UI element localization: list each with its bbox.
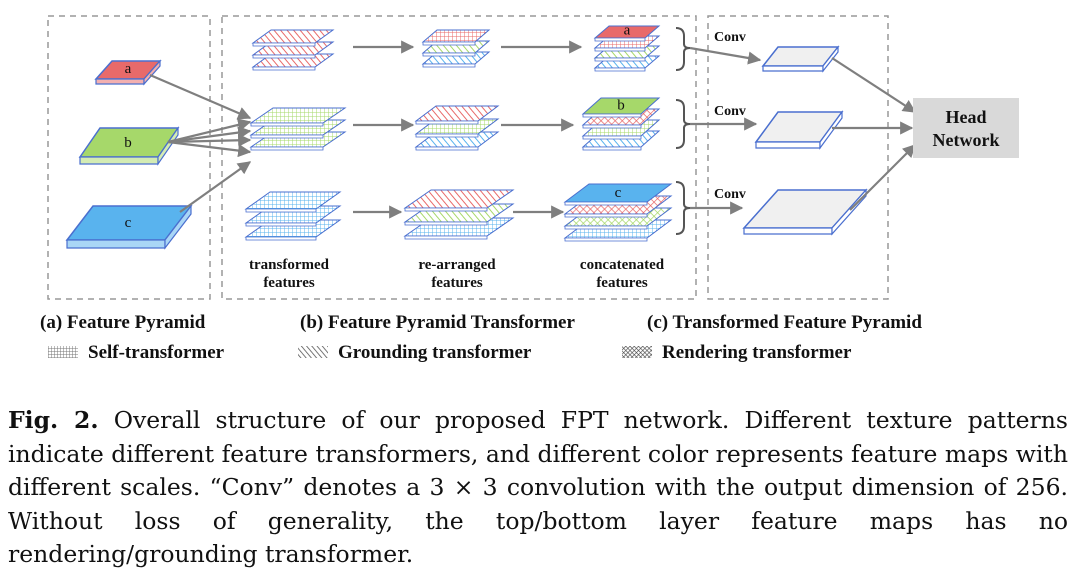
panel-c-title: (c) Transformed Feature Pyramid [647,312,922,333]
pyramid-label-a: a [125,61,132,77]
legend-self: Self-transformer [88,342,225,363]
rearranged-top-layer-0 [421,29,491,46]
pyramid-arrows [149,73,252,213]
concat-bottom-letter: c [615,185,622,201]
conv-label-bottom: Conv [714,187,746,202]
legend-swatch-rendering [622,346,652,358]
head-label-line1: Head [945,107,986,127]
figure-caption: Fig. 2. Overall structure of our propose… [8,404,1068,572]
legend-grounding: Grounding transformer [338,342,532,363]
stage-arrows [353,40,583,219]
conv-label-top: Conv [714,30,746,45]
transformed-middle-layer-0 [249,107,347,127]
concat-middle-letter: b [617,98,625,114]
pyramid-label-b: b [124,135,132,151]
head-label-line2: Network [933,130,1000,150]
transformed-top-layer-0 [251,29,335,47]
rearranged-middle-layer-0 [414,105,500,125]
concat-top-letter: a [624,23,631,39]
transformed-bottom-layer-0 [244,191,342,213]
panel-a-title: (a) Feature Pyramid [40,312,206,333]
label-rearranged-2: features [431,275,483,291]
caption-label: Fig. 2. [8,406,99,434]
legend-rendering: Rendering transformer [662,342,852,363]
label-transformed-2: features [263,275,315,291]
concat-bottom-layer-0 [563,183,673,206]
conv-arrows [689,46,762,215]
label-transformed-1: transformed [249,257,330,273]
pyramid-level-a: a [94,59,162,86]
pyramid-label-c: c [125,215,132,231]
concat-top-layer-0 [593,25,661,42]
output-map-bottom [742,188,868,236]
head-arrows [831,57,917,211]
concat-middle-layer-0 [581,97,661,118]
pyramid-level-b: b [78,126,180,166]
panel-b-title: (b) Feature Pyramid Transformer [300,312,575,333]
head-network-box: Head Network [913,98,1019,158]
pyramid-level-c: c [65,204,193,250]
panel-c-frame [707,15,889,300]
label-rearranged-1: re-arranged [418,257,496,273]
rearranged-bottom-layer-0 [403,189,515,212]
output-map-middle [754,110,844,150]
panel-b-frame [221,15,697,300]
legend-swatch-grounding [298,346,328,358]
label-concatenated-2: features [596,275,648,291]
concat-brackets [675,27,691,235]
label-concatenated-1: concatenated [580,257,665,273]
conv-label-middle: Conv [714,104,746,119]
fpt-diagram: a b c a b c [40,15,1019,363]
legend-swatch-self [48,346,78,358]
output-map-top [761,45,840,73]
panel-a-frame [47,15,211,300]
caption-text: Overall structure of our proposed FPT ne… [8,406,1068,568]
